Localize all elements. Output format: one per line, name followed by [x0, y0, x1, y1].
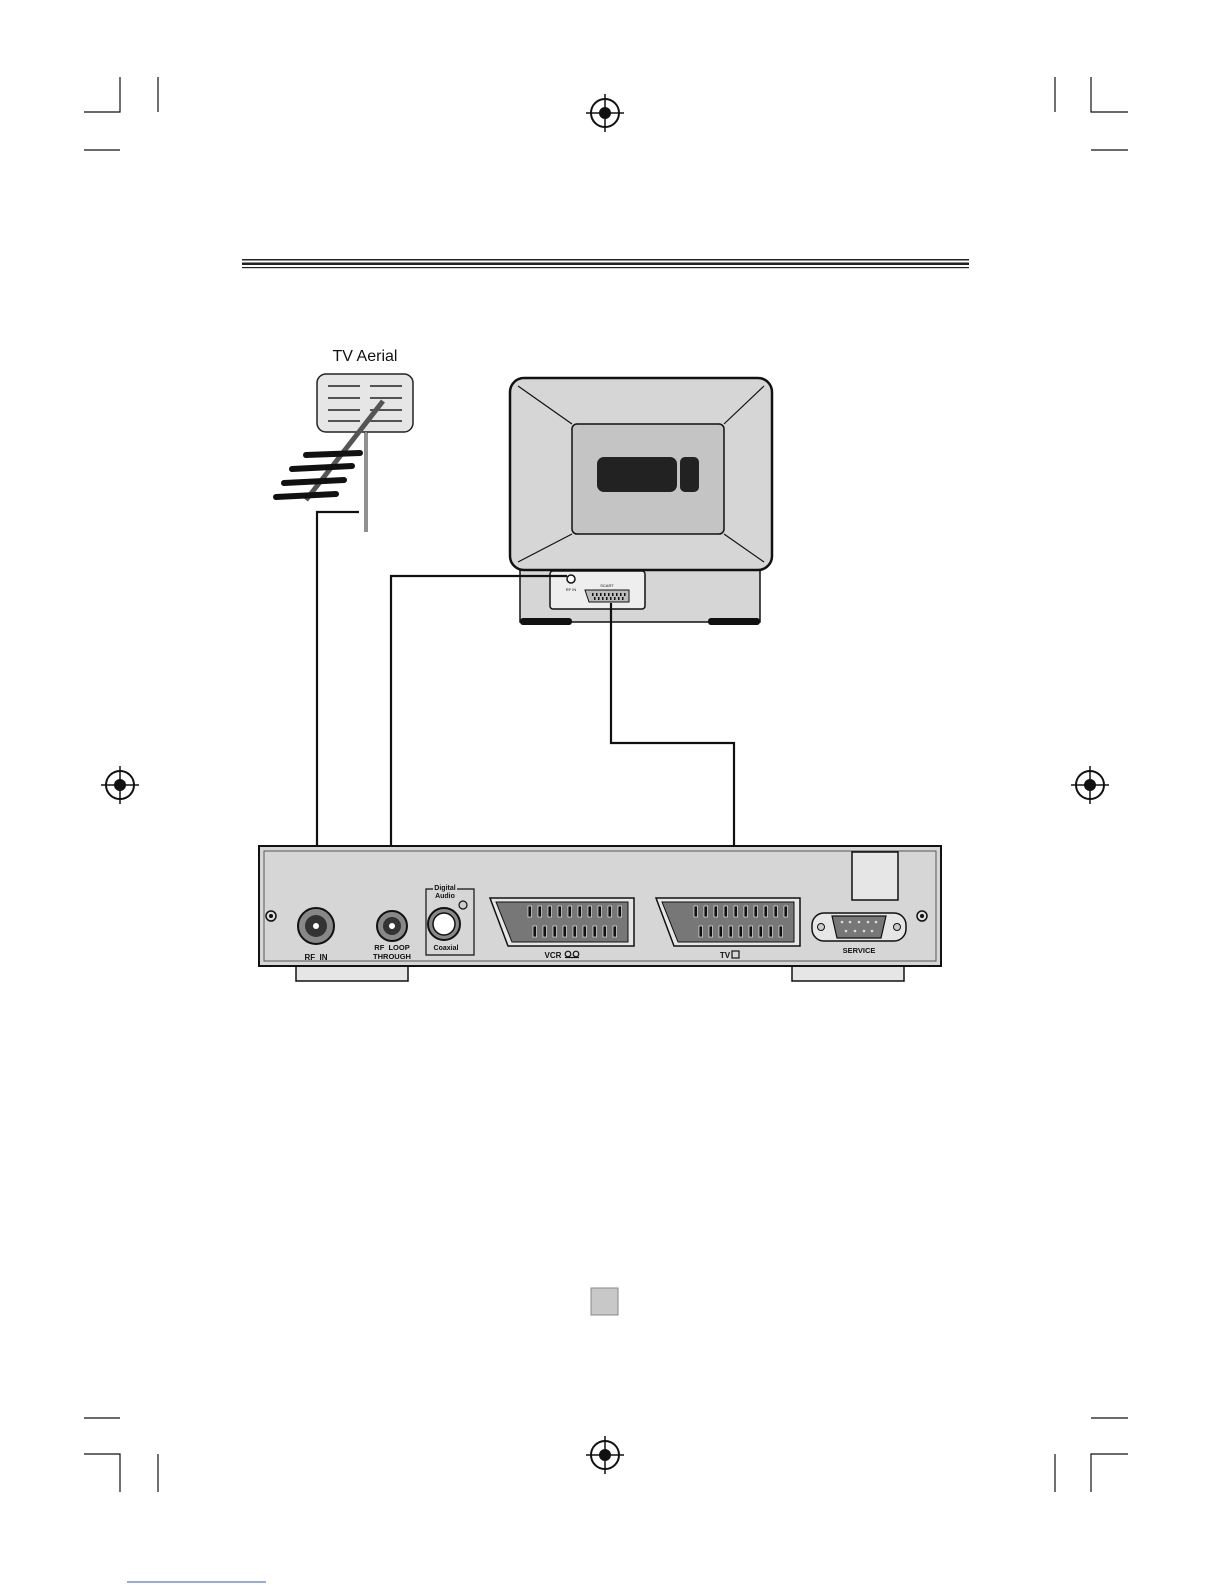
vcr-scart-socket	[490, 898, 634, 946]
tv-rf-in-socket	[567, 575, 575, 583]
header-rule	[242, 259, 969, 268]
tv-label: TV	[720, 951, 731, 960]
tv-aerial: TV Aerial	[276, 348, 413, 532]
receiver-rf-in-socket	[298, 908, 334, 944]
registration-mark-icon	[586, 1436, 624, 1474]
registration-mark-icon	[586, 94, 624, 132]
tv-scart-socket	[585, 590, 629, 602]
aerial-label: TV Aerial	[333, 348, 398, 365]
crop-marks	[84, 77, 1128, 1492]
registration-mark-icon	[1071, 766, 1109, 804]
digital-audio-label-line1: Digital	[434, 885, 455, 892]
television: RF IN SCART	[510, 378, 772, 625]
screw-icon	[266, 911, 276, 921]
rf-loop-label-line2: THROUGH	[373, 952, 411, 961]
service-label: SERVICE	[843, 946, 876, 955]
page-number-box	[591, 1288, 618, 1315]
vcr-label: VCR	[545, 951, 562, 960]
coaxial-label: Coaxial	[434, 945, 459, 952]
screw-icon	[917, 911, 927, 921]
registration-mark-icon	[101, 766, 139, 804]
rf-loop-label-line1: RF LOOP	[374, 943, 409, 952]
rf-in-label: RF IN	[304, 953, 327, 962]
digital-audio-label-line2: Audio	[435, 893, 455, 900]
tv-rf-in-label: RF IN	[566, 587, 577, 592]
service-port	[812, 913, 906, 941]
receiver-rf-loop-socket	[377, 911, 407, 941]
receiver-rear-panel: RF IN RF LOOP THROUGH Digital Audio Coax…	[259, 846, 941, 981]
tv-scart-socket-receiver	[656, 898, 800, 946]
tv-scart-label: SCART	[600, 583, 614, 588]
